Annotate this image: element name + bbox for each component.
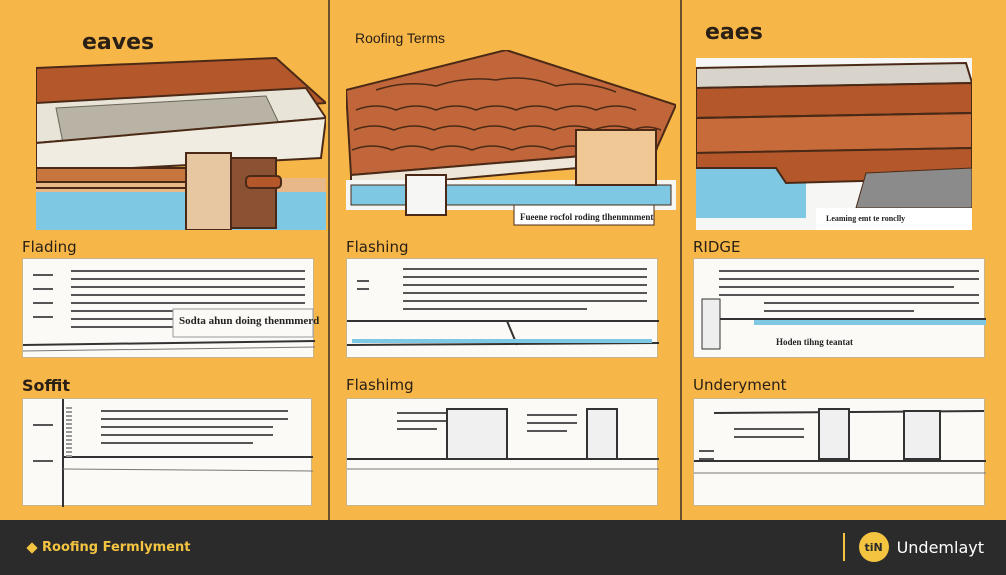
soffit-diagram xyxy=(33,399,313,507)
flading-caption: Sodta ahun doing thenmmerd xyxy=(179,315,320,327)
flashing-diagram xyxy=(347,268,659,346)
underyment-diagram xyxy=(694,408,986,474)
column-divider-left xyxy=(328,0,330,520)
ridge-title: RIDGE xyxy=(693,238,741,256)
footer-brand-label: Roofing Fermlyment xyxy=(42,540,191,555)
underyment-title: Underyment xyxy=(693,376,787,394)
flashimg-title: Flashimg xyxy=(346,376,414,394)
flashimg-card xyxy=(346,398,659,506)
flashimg-diagram xyxy=(347,408,659,470)
footer-brand: Roofing Fermlyment xyxy=(26,540,191,555)
flading-card: Sodta ahun doing thenmmerd xyxy=(22,258,319,358)
footer-bar: Roofing Fermlyment tiN Undemlayt xyxy=(0,520,1006,575)
diamond-icon xyxy=(26,541,38,554)
underyment-card xyxy=(693,398,986,506)
ridge-diagram xyxy=(701,270,986,350)
soffit-title: Soffit xyxy=(22,376,71,395)
eaves-title: eaves xyxy=(82,30,155,55)
soffit-card xyxy=(22,398,313,507)
flading-title: Flading xyxy=(22,238,77,256)
footer-right-label: Undemlayt xyxy=(896,537,984,557)
logo-icon: tiN xyxy=(858,532,889,562)
roofing-terms-title: Roofing Terms xyxy=(355,30,446,46)
roofing-terms-caption: Fueene rocfol roding tlhenmnment xyxy=(520,212,654,222)
footer-right-group: tiN Undemlayt xyxy=(842,532,984,562)
flading-diagram xyxy=(23,270,315,352)
eaves-tiles-illustration xyxy=(696,58,972,230)
roof-tiles-illustration xyxy=(346,50,676,226)
eaes-title: eaes xyxy=(705,20,763,45)
ridge-card: Hoden tihng teantat xyxy=(693,258,986,358)
eaves-roof-illustration xyxy=(36,56,326,230)
ridge-caption: Hoden tihng teantat xyxy=(776,337,854,347)
footer-separator xyxy=(842,533,845,561)
column-divider-right xyxy=(680,0,682,520)
flashing-title: Flashing xyxy=(346,238,409,256)
eaes-caption: Leaming emt te ronclly xyxy=(826,214,906,223)
flashing-card xyxy=(346,258,659,358)
